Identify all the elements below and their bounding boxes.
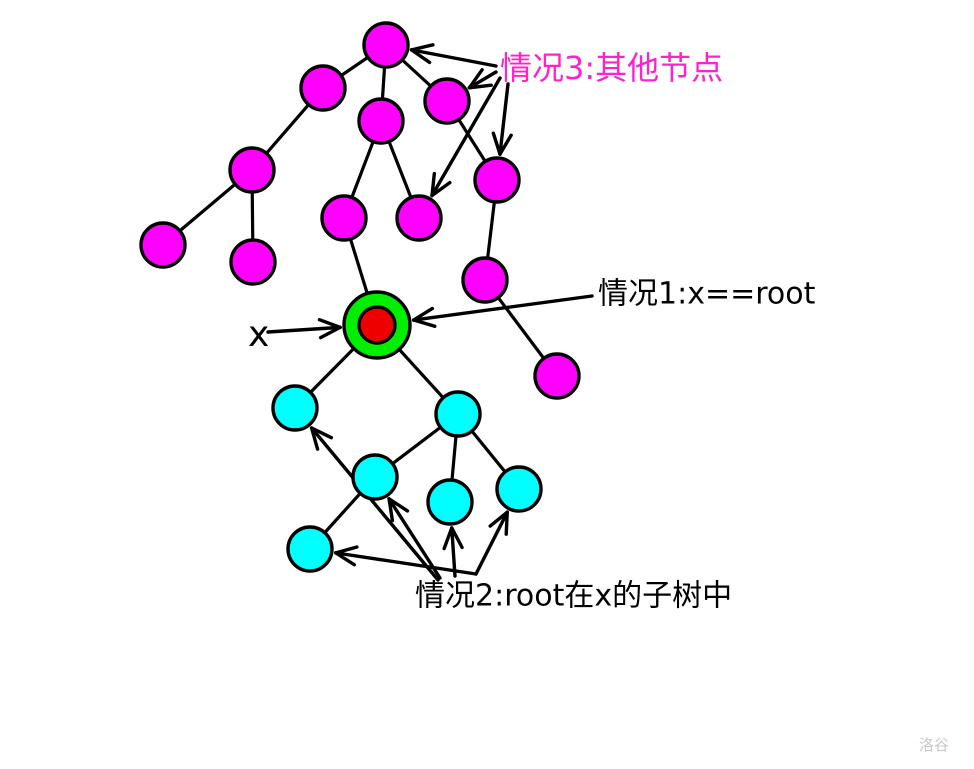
tree-node-m1[interactable] — [362, 21, 410, 69]
tree-node-c1[interactable] — [271, 384, 319, 432]
node-circle-m2 — [299, 64, 347, 112]
node-circle-m10 — [229, 238, 277, 286]
arrow-case3-m1-head-0 — [409, 43, 435, 52]
tree-nodes-layer — [139, 21, 581, 573]
node-circle-m7 — [320, 194, 368, 242]
tree-node-m7[interactable] — [320, 194, 368, 242]
arrow-case2-c5-head-1 — [488, 510, 509, 528]
arrow-case3-m8-head-1 — [430, 180, 452, 198]
arrow-case3-m8-head-0 — [430, 171, 437, 198]
label-case2: 情况2:root在x的子树中 — [415, 579, 732, 614]
arrow-case3-m3-head-0 — [467, 68, 484, 90]
label-case1: 情况1:x==root — [598, 277, 816, 312]
arrow-case1-x-shaft — [411, 294, 594, 322]
node-circle-m8 — [395, 194, 443, 242]
tree-node-m5[interactable] — [228, 146, 276, 194]
label-x-node: x — [248, 314, 269, 355]
arrow-case2-c4-head-0 — [450, 526, 464, 550]
arrow-case3-m1-head-1 — [409, 48, 432, 65]
arrow-case2-c4-head-1 — [442, 526, 454, 551]
watermark-layer: 洛谷 — [919, 736, 949, 754]
node-circle-m9 — [139, 221, 187, 269]
arrow-case3-m1-shaft — [409, 48, 498, 68]
arrow-case1-x-head-1 — [411, 318, 437, 328]
tree-node-c3[interactable] — [351, 453, 399, 501]
tree-node-m9[interactable] — [139, 221, 187, 269]
arrow-case2-c4-shaft — [450, 526, 457, 578]
arrow-case2-c3-head-1 — [387, 497, 395, 523]
node-circle-c4 — [426, 478, 474, 526]
node-circle-c1 — [271, 384, 319, 432]
arrow-case2-c6-shaft — [334, 551, 478, 576]
arrow-case2-c1-head-1 — [309, 426, 320, 451]
tree-node-c4[interactable] — [426, 478, 474, 526]
tree-node-c2[interactable] — [434, 390, 482, 438]
node-circle-m5 — [228, 146, 276, 194]
tree-node-m4[interactable] — [357, 97, 405, 145]
arrow-x_label-x-shaft — [266, 325, 342, 334]
tree-node-m2[interactable] — [299, 64, 347, 112]
tree-node-m8[interactable] — [395, 194, 443, 242]
node-circle-m3 — [423, 77, 471, 125]
arrow-x_label-x-head-0 — [318, 325, 342, 340]
arrow-case1-x-head-0 — [411, 306, 435, 322]
tree-node-m11[interactable] — [461, 256, 509, 304]
node-circle-c3 — [351, 453, 399, 501]
node-circle-m4 — [357, 97, 405, 145]
tree-node-x[interactable] — [342, 290, 412, 360]
label-case3: 情况3:其他节点 — [500, 49, 723, 87]
tree-node-c6[interactable] — [286, 525, 334, 573]
node-circle-c6 — [286, 525, 334, 573]
arrow-case3-m6-shaft — [498, 82, 510, 156]
arrow-case3-m3-head-1 — [467, 83, 493, 90]
node-circle-m1 — [362, 21, 410, 69]
arrow-case2-c6-head-0 — [334, 545, 359, 555]
tree-node-m10[interactable] — [229, 238, 277, 286]
node-circle-m11 — [461, 256, 509, 304]
arrow-x_label-x-head-1 — [317, 318, 342, 330]
node-circle-m12 — [533, 352, 581, 400]
arrow-case3-m6-head-0 — [491, 131, 502, 156]
arrow-case3-m3-shaft — [467, 70, 498, 90]
arrow-case2-c3-head-0 — [387, 497, 410, 513]
arrow-case3-m6-head-1 — [498, 133, 513, 156]
arrow-case2-c1-shaft — [309, 426, 440, 582]
arrow-case2-c5-shaft — [474, 510, 509, 576]
node-circle-m6 — [473, 156, 521, 204]
tree-node-c5[interactable] — [495, 465, 543, 513]
watermark: 洛谷 — [919, 736, 949, 754]
tree-node-m6[interactable] — [473, 156, 521, 204]
arrow-case2-c1-head-0 — [309, 426, 334, 440]
tree-node-m3[interactable] — [423, 77, 471, 125]
arrow-case3-m8-shaft — [430, 76, 502, 198]
node-circle-c5 — [495, 465, 543, 513]
arrow-case2-c5-head-0 — [504, 510, 509, 536]
node-circle-c2 — [434, 390, 482, 438]
annotation-arrows-layer — [266, 43, 594, 582]
tree-node-m12[interactable] — [533, 352, 581, 400]
arrow-case2-c3-shaft — [387, 497, 442, 580]
node-inner-circle-x — [357, 305, 397, 345]
arrow-case2-c6-head-1 — [334, 551, 356, 567]
